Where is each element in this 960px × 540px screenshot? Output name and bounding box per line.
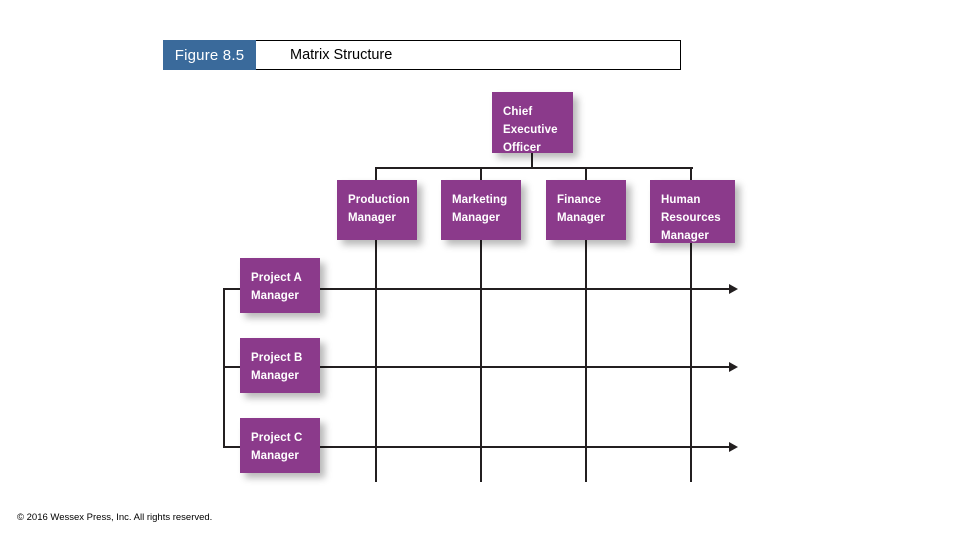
arrow-head-project-c <box>729 442 738 452</box>
project-row-line-b <box>223 366 731 368</box>
node-label: Project B Manager <box>251 352 303 382</box>
page-title: Matrix Structure <box>290 47 393 63</box>
connector-ceo-down <box>531 153 533 169</box>
column-line-human-resources <box>690 167 692 482</box>
node-label: Human Resources Manager <box>661 194 721 242</box>
column-line-finance <box>585 167 587 482</box>
node-label: Marketing Manager <box>452 194 508 224</box>
node-chief-executive-officer[interactable]: Chief Executive Officer <box>492 92 573 154</box>
project-row-line-a <box>223 288 731 290</box>
column-line-marketing <box>480 167 482 482</box>
figure-number-label: Figure 8.5 <box>174 46 245 64</box>
node-label: Project A Manager <box>251 272 302 302</box>
node-project-a-manager[interactable]: Project A Manager <box>240 258 320 313</box>
node-label: Chief Executive Officer <box>503 106 558 154</box>
node-label: Finance Manager <box>557 194 605 224</box>
node-project-c-manager[interactable]: Project C Manager <box>240 418 320 473</box>
node-human-resources-manager[interactable]: Human Resources Manager <box>650 180 735 243</box>
connector-functional-bar <box>375 167 693 169</box>
node-project-b-manager[interactable]: Project B Manager <box>240 338 320 393</box>
arrow-head-project-a <box>729 284 738 294</box>
arrow-head-project-b <box>729 362 738 372</box>
column-line-production <box>375 167 377 482</box>
node-finance-manager[interactable]: Finance Manager <box>546 180 626 240</box>
node-production-manager[interactable]: Production Manager <box>337 180 417 240</box>
project-row-line-c <box>223 446 731 448</box>
node-label: Production Manager <box>348 194 410 224</box>
node-marketing-manager[interactable]: Marketing Manager <box>441 180 521 240</box>
figure-number-tab: Figure 8.5 <box>163 40 256 70</box>
copyright-footer: © 2016 Wessex Press, Inc. All rights res… <box>17 512 213 523</box>
node-label: Project C Manager <box>251 432 303 462</box>
